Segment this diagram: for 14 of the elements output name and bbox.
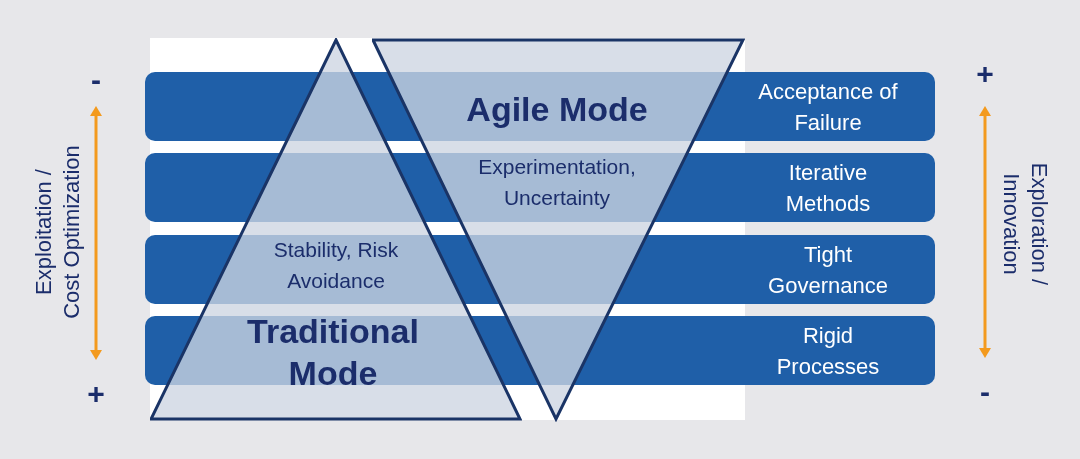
band-label: Iterative Methods xyxy=(784,158,872,218)
band-label: Tight Governance xyxy=(767,240,889,300)
band-label: Rigid Processes xyxy=(775,321,881,381)
axis-label: Exploitation / Cost Optimization xyxy=(29,144,85,320)
mode-title: Agile Mode xyxy=(465,89,649,130)
scale-sign: + xyxy=(87,377,105,411)
scale-sign: - xyxy=(980,375,990,409)
scale-sign: + xyxy=(976,57,994,91)
scale-sign: - xyxy=(91,63,101,97)
band-label: Acceptance of Failure xyxy=(757,77,899,137)
mode-description: Experimentation, Uncertainty xyxy=(477,154,637,211)
axis-label: Exploration / Innovation xyxy=(998,161,1053,288)
mode-title: Traditional Mode xyxy=(246,311,420,394)
mode-description: Stability, Risk Avoidance xyxy=(272,237,400,294)
